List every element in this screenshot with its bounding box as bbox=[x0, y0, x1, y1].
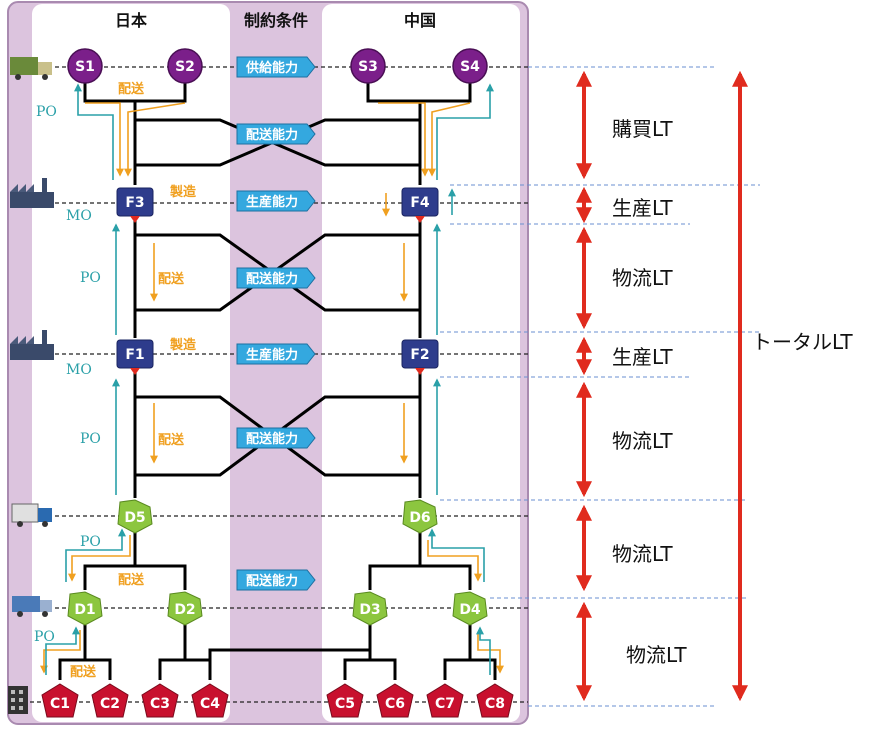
delivery-capacity-label: 配送能力 bbox=[246, 573, 298, 589]
svg-text:D2: D2 bbox=[174, 602, 195, 618]
supply-capacity-box bbox=[236, 56, 316, 78]
factory-icon bbox=[10, 330, 54, 360]
po-label: PO bbox=[80, 534, 101, 550]
delivery-capacity-label: 配送能力 bbox=[246, 271, 298, 287]
header-china: 中国 bbox=[404, 11, 436, 30]
supplier-nodes: S1 S2 S3 S4 bbox=[67, 48, 488, 84]
mo-label: MO bbox=[66, 208, 92, 224]
building-icon bbox=[8, 686, 28, 714]
svg-text:C3: C3 bbox=[150, 696, 170, 712]
manufacture-label: 製造 bbox=[169, 184, 197, 200]
manufacture-label: 製造 bbox=[169, 337, 197, 353]
svg-text:D3: D3 bbox=[359, 602, 380, 618]
delivery-capacity-box bbox=[236, 569, 316, 591]
svg-text:C4: C4 bbox=[200, 696, 220, 712]
svg-text:F1: F1 bbox=[125, 347, 144, 363]
svg-text:F4: F4 bbox=[410, 195, 430, 211]
svg-text:D5: D5 bbox=[124, 510, 145, 526]
delivery-capacity-label: 配送能力 bbox=[246, 127, 298, 143]
svg-text:F3: F3 bbox=[125, 195, 144, 211]
supply-capacity-label: 供給能力 bbox=[245, 60, 298, 76]
ship-label: 配送 bbox=[118, 81, 145, 97]
ship-label: 配送 bbox=[158, 432, 185, 448]
lt-logistics: 物流LT bbox=[612, 429, 673, 453]
delivery-capacity-box bbox=[236, 123, 316, 145]
svg-text:C5: C5 bbox=[335, 696, 355, 712]
delivery-capacity-label: 配送能力 bbox=[246, 431, 298, 447]
customer-nodes: C1 C2 C3 C4 C5 C6 C7 C8 bbox=[41, 683, 514, 718]
supplier-s4 bbox=[452, 48, 488, 84]
ship-label: 配送 bbox=[70, 664, 97, 680]
header-constraint: 制約条件 bbox=[244, 11, 308, 30]
mo-label: MO bbox=[66, 362, 92, 378]
delivery-capacity-box bbox=[236, 267, 316, 289]
header-japan: 日本 bbox=[115, 11, 147, 30]
po-arrows bbox=[45, 83, 494, 675]
lt-production: 生産LT bbox=[612, 196, 673, 220]
truck-icon bbox=[12, 596, 52, 617]
production-capacity-box bbox=[236, 343, 316, 365]
svg-text:C7: C7 bbox=[435, 696, 455, 712]
lt-logistics: 物流LT bbox=[612, 542, 673, 566]
lead-time-labels: 購買LT 生産LT 物流LT 生産LT 物流LT 物流LT 物流LT トータルL… bbox=[612, 117, 853, 667]
svg-text:S3: S3 bbox=[358, 59, 378, 75]
production-capacity-label: 生産能力 bbox=[246, 194, 298, 210]
svg-text:C8: C8 bbox=[485, 696, 505, 712]
po-label: PO bbox=[80, 270, 101, 286]
svg-text:C1: C1 bbox=[50, 696, 70, 712]
supplier-s1 bbox=[67, 48, 103, 84]
po-label: PO bbox=[80, 431, 101, 447]
svg-text:D4: D4 bbox=[459, 602, 481, 618]
svg-text:S2: S2 bbox=[175, 59, 195, 75]
factory-nodes: F3 F4 F1 F2 bbox=[116, 187, 439, 375]
ship-label: 配送 bbox=[158, 271, 185, 287]
svg-text:F2: F2 bbox=[410, 347, 429, 363]
lt-purchase: 購買LT bbox=[612, 117, 673, 141]
truck-icon bbox=[10, 57, 52, 80]
svg-text:C6: C6 bbox=[385, 696, 405, 712]
distribution-nodes: D5 D6 D1 D2 D3 D4 bbox=[67, 499, 488, 626]
lt-total: トータルLT bbox=[752, 330, 853, 354]
factory-icon bbox=[10, 178, 54, 208]
lt-logistics: 物流LT bbox=[612, 266, 673, 290]
production-capacity-label: 生産能力 bbox=[246, 347, 298, 363]
truck-icon bbox=[11, 503, 52, 527]
delivery-capacity-box bbox=[236, 427, 316, 449]
svg-text:D1: D1 bbox=[74, 602, 95, 618]
svg-text:S1: S1 bbox=[75, 59, 95, 75]
svg-text:D6: D6 bbox=[409, 510, 430, 526]
po-label: PO bbox=[34, 629, 55, 645]
po-label: PO bbox=[36, 104, 57, 120]
lt-production: 生産LT bbox=[612, 345, 673, 369]
supplier-s3 bbox=[350, 48, 386, 84]
lead-time-arrows bbox=[576, 70, 748, 702]
flow-labels: 配送 製造 配送 製造 配送 配送 配送 PO MO PO MO PO PO P… bbox=[34, 81, 197, 680]
ship-arrows bbox=[40, 102, 504, 674]
lt-logistics: 物流LT bbox=[626, 643, 687, 667]
supplier-s2 bbox=[167, 48, 203, 84]
guide-lines bbox=[440, 66, 760, 707]
svg-text:C2: C2 bbox=[100, 696, 120, 712]
ship-label: 配送 bbox=[118, 572, 145, 588]
capacity-boxes: 供給能力 配送能力 生産能力 配送能力 生産能力 配送能力 配送能力 bbox=[236, 56, 316, 591]
production-capacity-box bbox=[236, 190, 316, 212]
svg-text:S4: S4 bbox=[460, 59, 480, 75]
